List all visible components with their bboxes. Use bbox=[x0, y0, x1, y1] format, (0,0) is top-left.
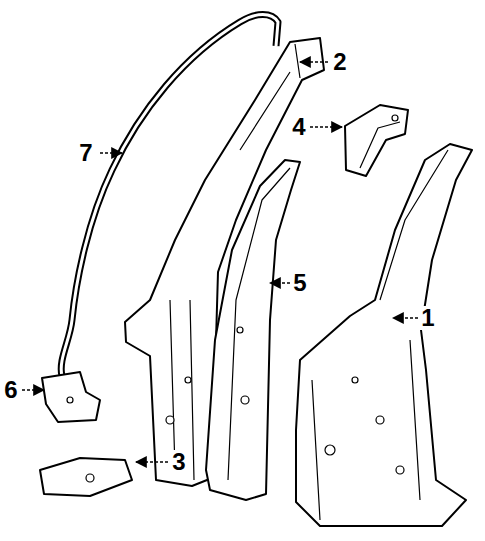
leader-line bbox=[270, 282, 290, 284]
pillar-reinforcement bbox=[206, 160, 300, 500]
callout-number: 3 bbox=[171, 450, 186, 474]
pillar-bracket bbox=[345, 105, 408, 176]
center-pillar bbox=[296, 144, 472, 526]
callout-number: 6 bbox=[3, 378, 18, 402]
callout-number: 1 bbox=[420, 306, 435, 330]
callout-number: 5 bbox=[292, 271, 307, 295]
leader-line bbox=[136, 461, 168, 463]
leader-line bbox=[300, 61, 328, 63]
callout-number: 7 bbox=[78, 141, 93, 165]
callout-number: 2 bbox=[332, 50, 347, 74]
leader-line bbox=[100, 152, 122, 154]
leader-line bbox=[393, 317, 418, 319]
leader-line bbox=[310, 126, 342, 128]
bracket bbox=[42, 372, 100, 422]
floor-plate bbox=[40, 458, 132, 496]
callout-number: 4 bbox=[291, 115, 306, 139]
leader-line bbox=[22, 389, 44, 391]
